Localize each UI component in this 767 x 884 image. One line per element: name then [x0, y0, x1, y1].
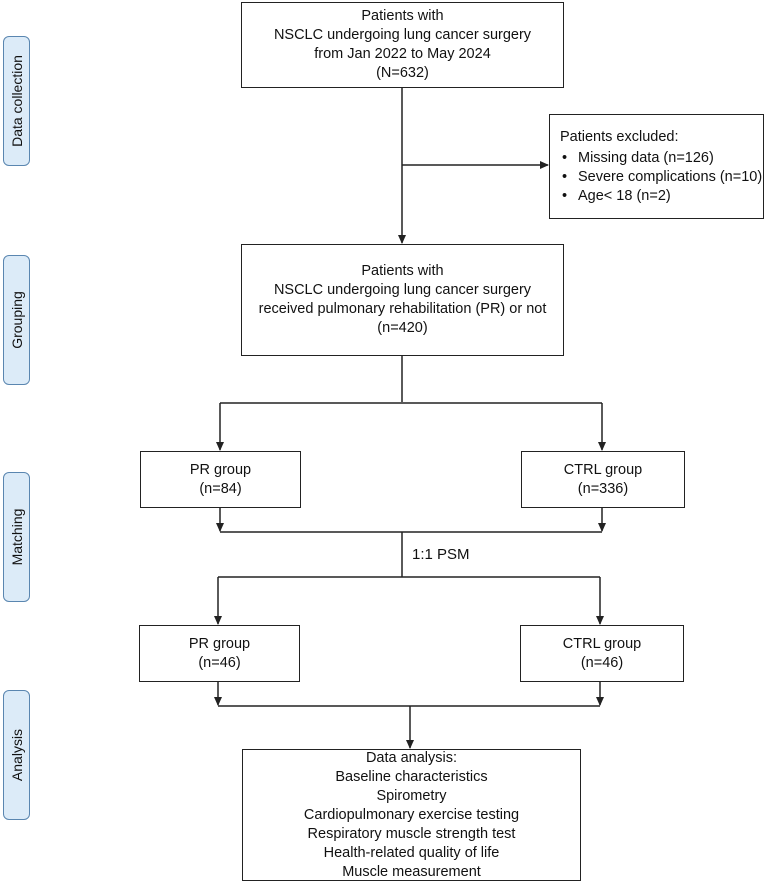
box-line: Muscle measurement: [342, 863, 481, 880]
stage-analysis: Analysis: [3, 690, 30, 820]
box-line: (n=84): [199, 480, 242, 497]
excluded-box: Patients excluded: Missing data (n=126) …: [549, 114, 764, 219]
stage-label: Data collection: [8, 55, 25, 147]
box-line: (n=336): [577, 480, 629, 497]
box-line: Patients with: [361, 263, 444, 279]
stage-label: Matching: [8, 508, 25, 566]
box-line: PR group: [189, 461, 252, 478]
box-line: CTRL group: [562, 635, 642, 652]
excluded-title: Patients excluded:: [560, 128, 679, 145]
grouping-box: Patients with NSCLC undergoing lung canc…: [241, 244, 564, 356]
excluded-list: Missing data (n=126) Severe complication…: [560, 149, 762, 206]
box-line: (n=46): [198, 654, 241, 671]
collection-box: Patients with NSCLC undergoing lung canc…: [241, 2, 564, 88]
excluded-item: Age< 18 (n=2): [560, 187, 762, 206]
pr-group-before-box: PR group (n=84): [140, 451, 301, 508]
box-line: PR group: [188, 635, 251, 652]
box-line: received pulmonary rehabilitation (PR) o…: [258, 301, 547, 317]
ctrl-group-before-box: CTRL group (n=336): [521, 451, 685, 508]
psm-label: 1:1 PSM: [412, 546, 470, 563]
stage-label: Analysis: [8, 728, 25, 782]
stage-label: Grouping: [8, 291, 25, 349]
analysis-box: Data analysis: Baseline characteristics …: [242, 749, 581, 881]
box-line: Baseline characteristics: [335, 768, 488, 785]
box-line: NSCLC undergoing lung cancer surgery: [273, 27, 532, 43]
stage-data-collection: Data collection: [3, 36, 30, 166]
box-line: NSCLC undergoing lung cancer surgery: [273, 282, 532, 298]
box-line: (n=420): [377, 320, 428, 336]
box-line: (n=46): [580, 654, 624, 671]
box-line: Data analysis:: [365, 749, 458, 766]
stage-grouping: Grouping: [3, 255, 30, 385]
box-line: Cardiopulmonary exercise testing: [303, 806, 520, 823]
box-line: Spirometry: [376, 787, 447, 804]
box-line: CTRL group: [563, 461, 643, 478]
box-line: Health-related quality of life: [323, 844, 500, 861]
box-line: (N=632): [376, 65, 429, 81]
excluded-item: Severe complications (n=10): [560, 168, 762, 187]
pr-group-after-box: PR group (n=46): [139, 625, 300, 682]
stage-matching: Matching: [3, 472, 30, 602]
ctrl-group-after-box: CTRL group (n=46): [520, 625, 684, 682]
box-line: Respiratory muscle strength test: [307, 825, 516, 842]
box-line: Patients with: [361, 8, 444, 24]
box-line: from Jan 2022 to May 2024: [314, 46, 491, 62]
excluded-item: Missing data (n=126): [560, 149, 762, 168]
